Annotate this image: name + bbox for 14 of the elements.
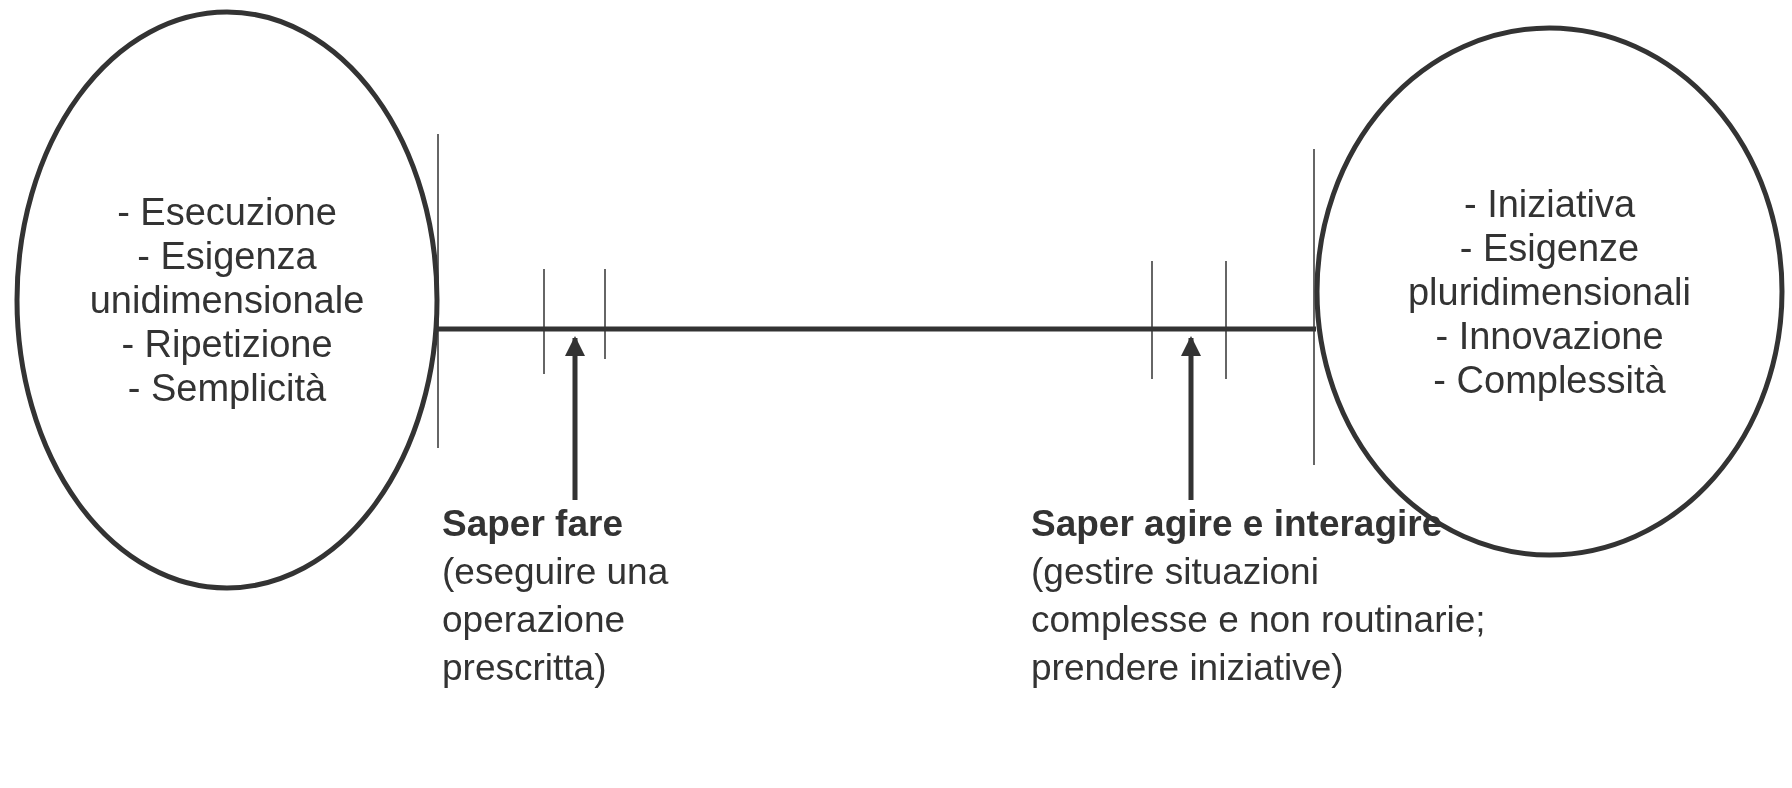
list-item: - Ripetizione <box>120 322 334 366</box>
list-item: - Esigenze pluridimensionali <box>1406 225 1692 314</box>
list-item: - Innovazione <box>1434 313 1665 358</box>
arrow <box>1181 336 1201 500</box>
list-item: - Esigenza unidimensionale <box>88 234 366 322</box>
oval-node <box>14 9 440 591</box>
list-item: - Iniziativa <box>1462 181 1637 226</box>
scale-line <box>438 326 1316 332</box>
list-item: - Complessità <box>1432 357 1667 402</box>
arrow <box>565 336 585 500</box>
list-item: - Esecuzione <box>116 190 338 234</box>
list-item: - Semplicità <box>126 366 328 410</box>
description-text: Saper fare (eseguire una operazione prescritta) <box>442 500 752 692</box>
description-text: Saper agire e interagire (gestire situazioni complesse e non routinarie; prendere iniziative) <box>1031 500 1491 692</box>
